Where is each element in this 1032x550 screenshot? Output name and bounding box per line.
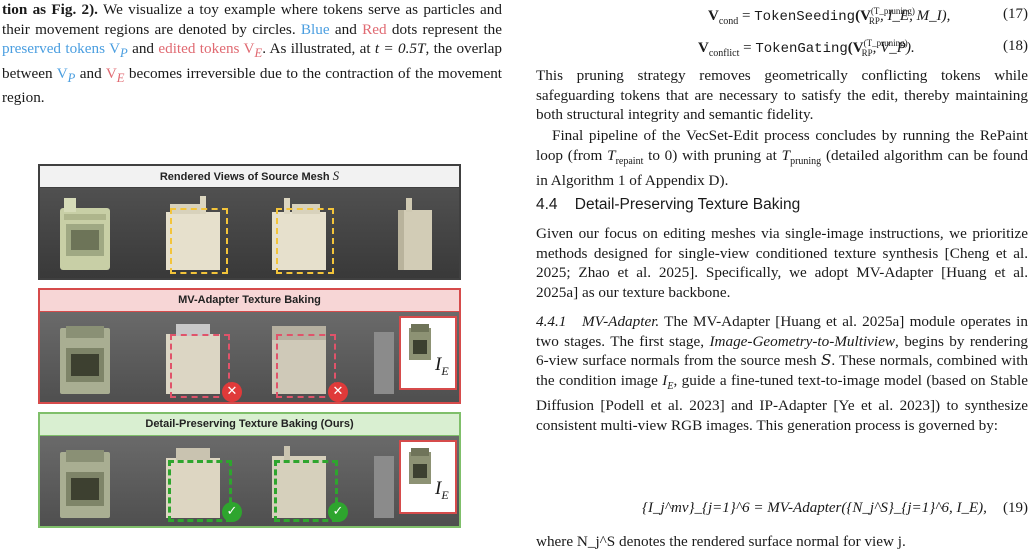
equation-18-number: (18) xyxy=(1003,38,1028,54)
caption-text: and xyxy=(132,40,155,58)
mv-view-front xyxy=(60,326,110,394)
pruning-paragraph: This pruning strategy removes geometrica… xyxy=(536,67,1028,124)
caption-text: We visualize a toy example where tokens … xyxy=(2,1,502,38)
panel-source-mesh-title: Rendered Views of Source Mesh S xyxy=(40,166,459,188)
panel-detail-preserving-images: ✓ ✓ IE xyxy=(40,436,459,526)
focus-paragraph: Given our focus on editing meshes via si… xyxy=(536,225,1028,301)
mv-adapter-paragraph: 4.4.1 MV-Adapter. The MV-Adapter [Huang … xyxy=(536,313,1029,434)
ours-view-front xyxy=(60,450,110,518)
condition-image-label: IE xyxy=(435,354,449,378)
ours-view-side-a xyxy=(166,448,220,518)
time-expression: t = 0.5T xyxy=(374,40,426,58)
caption-bold: tion as Fig. 2). xyxy=(2,1,98,18)
edited-tokens-label: edited tokens VE xyxy=(158,40,263,61)
success-icon: ✓ xyxy=(222,502,242,522)
ours-view-side-b xyxy=(374,456,394,518)
highlight-box-red xyxy=(276,334,336,398)
mv-view-side-b xyxy=(374,332,394,394)
red-word: Red xyxy=(362,20,387,38)
mv-view-side-a xyxy=(166,324,220,394)
ve-symbol: VE xyxy=(105,64,125,85)
caption-text: and xyxy=(79,64,102,82)
success-icon: ✓ xyxy=(328,502,348,522)
highlight-box-green xyxy=(274,460,338,522)
panel-detail-preserving-title: Detail-Preserving Texture Baking (Ours) xyxy=(40,414,459,436)
caption-text: . As illustrated, at xyxy=(262,40,371,58)
caption-text: , the overlap between xyxy=(2,40,502,82)
preserved-tokens-label: preserved tokens VP xyxy=(2,40,128,61)
highlight-box-yellow xyxy=(170,208,228,274)
equation-17-number: (17) xyxy=(1003,6,1028,22)
render-view-side-b xyxy=(398,198,432,270)
blue-word: Blue xyxy=(300,20,330,38)
condition-image-icon xyxy=(409,324,431,360)
highlight-box-red xyxy=(170,334,230,398)
caption-text: dots represent the xyxy=(391,20,503,38)
equation-18: Vconflict = TokenGating(V(T_pruning)RP, … xyxy=(698,38,915,59)
subsection-heading: 4.4.1 MV-Adapter. xyxy=(536,313,660,330)
panel-source-mesh-images xyxy=(40,188,459,278)
failure-icon: ✕ xyxy=(222,382,242,402)
figure-caption-paragraph: tion as Fig. 2). We visualize a toy exam… xyxy=(2,0,502,108)
equation-19-number: (19) xyxy=(1003,500,1028,516)
equation-17: Vcond = TokenSeeding(V(T_pruning)RP, I_E… xyxy=(708,6,951,27)
vp-symbol: VP xyxy=(56,64,76,85)
condition-image-inset: IE xyxy=(399,440,457,514)
highlight-box-yellow xyxy=(276,208,334,274)
section-heading: 4.4 Detail-Preserving Texture Baking xyxy=(536,196,801,213)
texture-baking-figure: Rendered Views of Source Mesh S xyxy=(38,164,461,546)
panel-mv-adapter: MV-Adapter Texture Baking ✕ ✕ xyxy=(38,288,461,404)
condition-image-icon xyxy=(409,448,431,484)
panel-mv-adapter-images: ✕ ✕ IE xyxy=(40,312,459,402)
mv-view-back xyxy=(272,326,326,394)
render-view-front xyxy=(60,198,110,270)
panel-source-mesh: Rendered Views of Source Mesh S xyxy=(38,164,461,280)
ours-view-back xyxy=(272,446,326,518)
highlight-box-green xyxy=(168,460,232,522)
final-pipeline-paragraph: Final pipeline of the VecSet-Edit proces… xyxy=(536,127,1029,190)
condition-image-inset: IE xyxy=(399,316,457,390)
panel-detail-preserving: Detail-Preserving Texture Baking (Ours) … xyxy=(38,412,461,528)
where-paragraph: where N_j^S denotes the rendered surface… xyxy=(536,533,906,550)
failure-icon: ✕ xyxy=(328,382,348,402)
caption-text: and xyxy=(334,20,357,38)
equation-19: {I_j^mv}_{j=1}^6 = MV-Adapter({N_j^S}_{j… xyxy=(642,500,987,516)
condition-image-label: IE xyxy=(435,478,449,502)
panel-mv-adapter-title: MV-Adapter Texture Baking xyxy=(40,290,459,312)
caption-text: becomes irreversible due to the contract… xyxy=(2,64,503,107)
